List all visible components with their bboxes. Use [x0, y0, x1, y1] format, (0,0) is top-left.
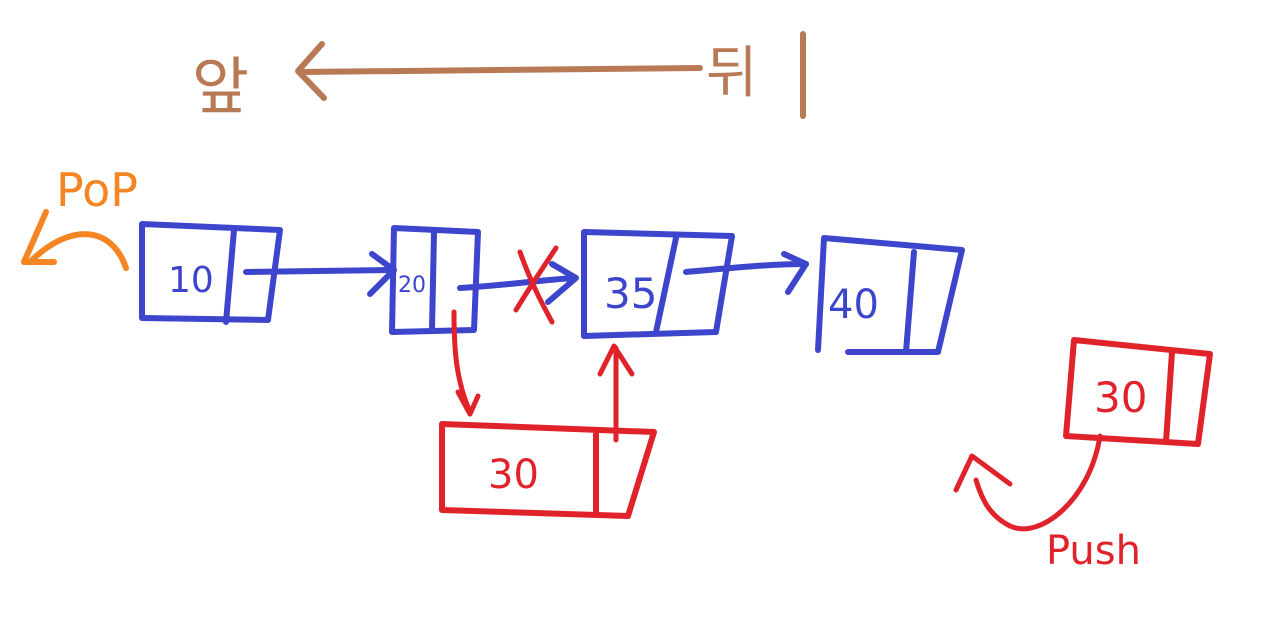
direction-arrow-shaft: [297, 65, 703, 75]
node-pointer-divider: [1163, 349, 1175, 445]
node-value: 40: [828, 282, 879, 328]
inserted-node: 30: [439, 421, 657, 519]
link-arrow: [683, 261, 809, 275]
link-arrow-head: [367, 251, 397, 297]
cross-stroke: [513, 245, 559, 313]
link-arrow: [243, 267, 397, 275]
cross-stroke: [517, 249, 555, 325]
node-pointer-divider: [429, 229, 437, 333]
pop-label: PoP: [56, 163, 138, 217]
node-pointer-divider: [903, 249, 917, 355]
link-arrow-head: [455, 389, 481, 417]
back-label: 뒤: [706, 41, 758, 106]
queue-links: [243, 251, 809, 305]
push-node: 30: [1063, 337, 1213, 447]
pop-arrow-head: [21, 209, 57, 265]
direction-indicator: 앞 뒤: [192, 31, 806, 123]
node-value: 30: [1094, 373, 1147, 422]
queue-node: 10: [139, 221, 283, 325]
push-label: Push: [1046, 528, 1141, 574]
push-arrow-curve: [973, 433, 1103, 532]
link-arrow-head: [781, 251, 809, 295]
queue-node: 20: [389, 225, 481, 335]
pop-operation: PoP: [21, 163, 138, 271]
pop-arrow-curve: [27, 231, 129, 271]
direction-arrow-head: [295, 41, 327, 101]
front-label: 앞: [192, 50, 249, 123]
node-box: [581, 229, 735, 339]
node-value: 30: [488, 452, 539, 498]
queue-node: 40: [815, 235, 965, 355]
link-arrow: [457, 275, 577, 291]
node-value: 35: [604, 269, 657, 318]
removed-link-cross: [513, 245, 559, 325]
node-box: [815, 235, 965, 355]
node-value: 10: [168, 260, 214, 301]
node-box: [389, 225, 481, 335]
link-arrow-head: [597, 343, 635, 377]
insert-links: [451, 309, 635, 443]
queue-node: 35: [581, 229, 735, 339]
link-arrow-head: [545, 261, 579, 305]
node-pointer-divider: [223, 227, 237, 325]
node-pointer-divider: [653, 235, 679, 335]
node-value: 20: [398, 273, 426, 298]
node-box: [1063, 337, 1213, 447]
push-arrow-head: [953, 453, 1013, 493]
node-box: [439, 421, 657, 519]
push-operation: Push: [953, 433, 1141, 574]
